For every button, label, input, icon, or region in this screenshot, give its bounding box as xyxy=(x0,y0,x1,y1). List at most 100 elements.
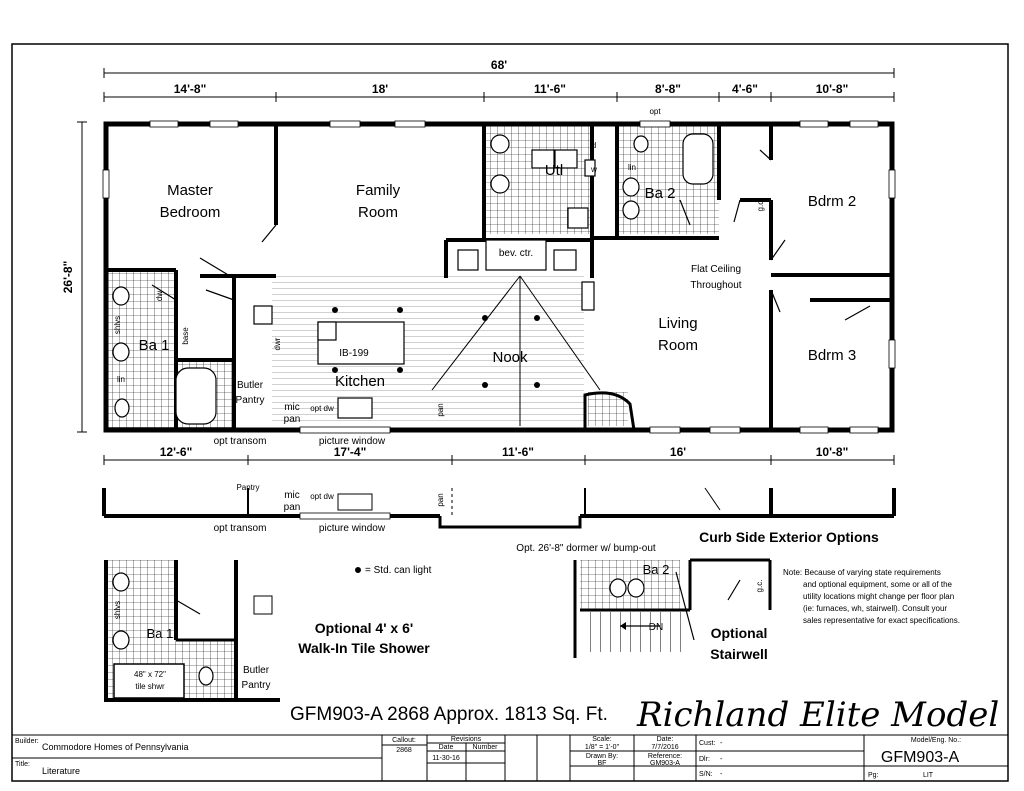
tb-drawn: BF xyxy=(598,760,607,767)
shower-option-bath: Ba 1 xyxy=(147,626,174,641)
label-dwr: dwr xyxy=(273,337,282,350)
label-base: base xyxy=(181,327,190,345)
shower-label: tile shwr xyxy=(135,682,165,691)
room-master-bedroom-1: Master xyxy=(167,182,213,199)
dimension-lines xyxy=(77,68,895,465)
tb-date-label: Date xyxy=(439,744,454,751)
stair-option-title-2: Stairwell xyxy=(710,646,768,662)
tb-callout: 2868 xyxy=(396,747,412,754)
label-opt-top: opt xyxy=(649,107,661,116)
label-dryer: d xyxy=(592,141,596,150)
label-island: IB-199 xyxy=(339,348,369,359)
label-opt-transom: opt transom xyxy=(214,436,267,447)
label-pan2: pan xyxy=(436,403,445,416)
tb-number-label: Number xyxy=(473,744,499,751)
tb-dlr-label: Dlr: xyxy=(699,756,710,763)
room-bedroom3: Bdrm 3 xyxy=(808,347,856,364)
stair-option-title-1: Optional xyxy=(711,625,768,641)
room-living-2: Room xyxy=(658,337,698,354)
tb-sn: - xyxy=(720,771,723,778)
interior-walls xyxy=(108,126,892,430)
tb-revisions-label: Revisions xyxy=(451,736,482,743)
tb-pg-label: Pg: xyxy=(868,772,879,779)
ext-picture-window: picture window xyxy=(319,523,386,534)
stairwell-option-plan xyxy=(573,558,772,658)
label-opt-dw: opt dw xyxy=(310,404,334,413)
room-bedroom2: Bdrm 2 xyxy=(808,193,856,210)
room-living-1: Living xyxy=(658,315,697,332)
tb-date2-label: Date: xyxy=(657,736,674,743)
tb-cust: - xyxy=(720,740,723,747)
dim-top-1: 14'-8" xyxy=(174,82,207,96)
tb-callout-label: Callout: xyxy=(392,737,416,744)
dim-bottom-3: 11'-6" xyxy=(502,445,534,459)
dim-left: 26'-8" xyxy=(61,261,75,294)
ceiling-lines xyxy=(431,275,601,426)
ext-dormer-note: Opt. 26'-8" dormer w/ bump-out xyxy=(516,543,656,554)
room-family-2: Room xyxy=(358,204,398,221)
room-utility: Utl xyxy=(545,162,563,179)
ext-opt-transom: opt transom xyxy=(214,523,267,534)
stair-gc: g.c. xyxy=(755,580,764,593)
room-family-1: Family xyxy=(356,182,401,199)
model-name: Richland Elite Model xyxy=(636,695,999,735)
dim-top-2: 18' xyxy=(372,82,388,96)
room-nook: Nook xyxy=(492,349,528,366)
tb-reference: GM903-A xyxy=(650,760,680,767)
tb-drawn-label: Drawn By: xyxy=(586,753,618,760)
note-line-5: sales representative for exact specifica… xyxy=(803,616,960,625)
tb-sn-label: S/N: xyxy=(699,771,713,778)
shower-option-shlvs: shlvs xyxy=(113,601,122,619)
dim-overall: 68' xyxy=(491,58,507,72)
tb-reference-label: Reference: xyxy=(648,753,682,760)
tb-builder-label: Builder: xyxy=(15,738,39,745)
label-bev-ctr: bev. ctr. xyxy=(499,248,533,259)
label-lin2: lin xyxy=(628,163,636,172)
title-block-grid xyxy=(11,734,1009,782)
note-line-3: utility locations might change per floor… xyxy=(803,592,954,601)
label-dw: dw xyxy=(155,291,164,301)
note-line-1: Note: Because of varying state requireme… xyxy=(783,568,941,577)
ext-mic: mic xyxy=(284,490,300,501)
tb-model: GFM903-A xyxy=(881,749,960,766)
dim-bottom-4: 16' xyxy=(670,445,686,459)
shower-option-butler-1: Butler xyxy=(243,665,270,676)
tb-title: Literature xyxy=(42,766,80,776)
stair-option-bath: Ba 2 xyxy=(643,562,670,577)
tb-scale-label: Scale: xyxy=(592,736,612,743)
exterior-options-title: Curb Side Exterior Options xyxy=(699,529,879,545)
can-light-legend-icon xyxy=(355,567,361,573)
tb-dlr: - xyxy=(720,756,723,763)
shower-option-title-2: Walk-In Tile Shower xyxy=(298,640,430,656)
ext-opt-dw: opt dw xyxy=(310,492,334,501)
flat-ceiling-1: Flat Ceiling xyxy=(691,264,741,275)
exterior-strip xyxy=(102,487,896,529)
label-gc: g.c. xyxy=(756,199,765,212)
dim-top-3: 11'-6" xyxy=(534,82,566,96)
legend-text: = Std. can light xyxy=(365,565,432,576)
room-bath2: Ba 2 xyxy=(645,185,676,202)
dim-bottom-1: 12'-6" xyxy=(160,445,193,459)
dim-bottom-5: 10'-8" xyxy=(816,445,849,459)
tb-scale: 1/8" = 1'-0" xyxy=(585,744,620,751)
note-line-2: and optional equipment, some or all of t… xyxy=(803,580,953,589)
label-picture-window: picture window xyxy=(319,436,386,447)
room-kitchen: Kitchen xyxy=(335,373,385,390)
tb-revision-date: 11-30-16 xyxy=(432,755,460,762)
tb-date2: 7/7/2016 xyxy=(651,744,678,751)
fixtures xyxy=(112,133,714,425)
tb-title-label: Title: xyxy=(15,761,30,768)
shower-option-title-1: Optional 4' x 6' xyxy=(315,620,413,636)
shower-size: 48" x 72" xyxy=(134,670,166,679)
room-bath1: Ba 1 xyxy=(139,337,170,354)
label-lin: lin xyxy=(117,375,125,384)
label-pan: pan xyxy=(284,414,301,425)
exterior-walls xyxy=(103,121,895,433)
windows xyxy=(102,120,896,434)
shower-option-butler-2: Pantry xyxy=(242,680,271,691)
doors xyxy=(151,149,871,321)
note-line-4: (ie: furnaces, wh, stairwell). Consult y… xyxy=(803,604,947,613)
stair-dn: DN xyxy=(649,622,663,633)
ext-pan: pan xyxy=(284,502,301,513)
